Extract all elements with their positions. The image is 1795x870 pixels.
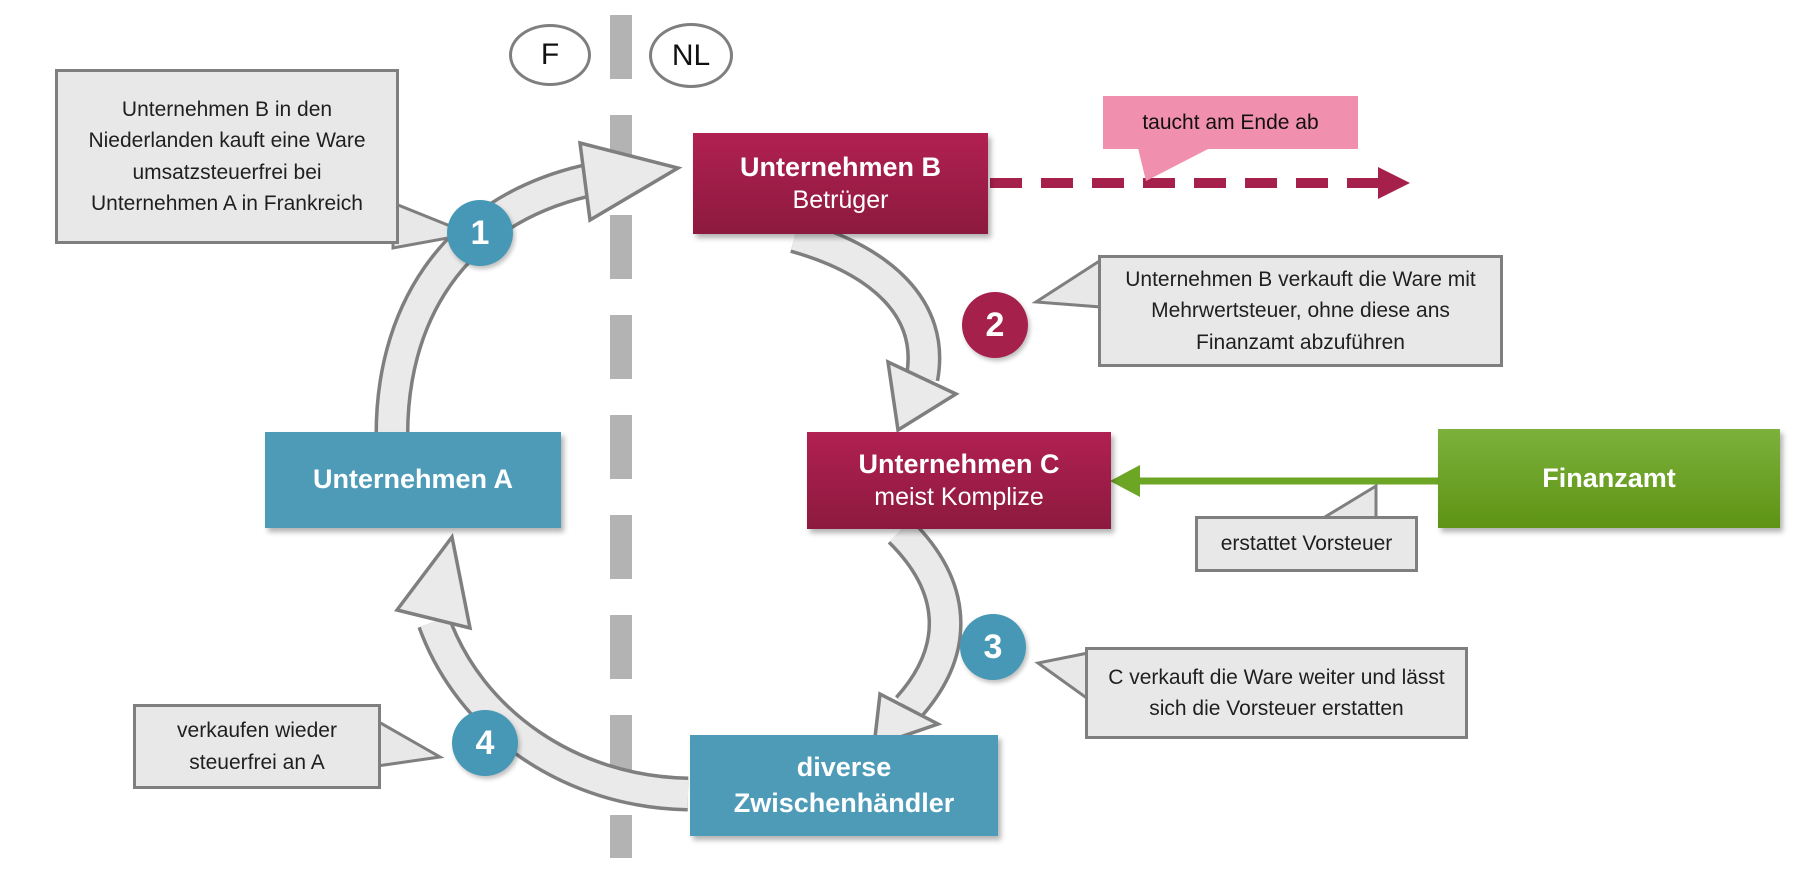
callout-step-2-text: Unternehmen B verkauft die Ware mit Mehr… — [1125, 267, 1476, 354]
box-company-c: Unternehmen C meist Komplize — [807, 432, 1111, 529]
box-intermediaries-line1: diverse — [796, 752, 892, 783]
disappear-note-text: taucht am Ende ab — [1142, 110, 1319, 134]
box-tax-office: Finanzamt — [1438, 429, 1780, 528]
flow-arrow-c-to-intermediaries — [890, 521, 960, 718]
step-circle-4-number: 4 — [475, 723, 495, 762]
callout-step-4: verkaufen wieder steuerfrei an A — [133, 704, 381, 789]
disappear-arrowhead — [1378, 167, 1410, 199]
step-circle-2-number: 2 — [985, 305, 1005, 344]
step-circle-2: 2 — [962, 292, 1028, 358]
box-company-b-subtitle: Betrüger — [792, 186, 889, 215]
box-intermediaries: diverse Zwischenhändler — [690, 735, 998, 836]
callout-step-4-text: verkaufen wieder steuerfrei an A — [177, 719, 337, 774]
box-intermediaries-line2: Zwischenhändler — [733, 787, 955, 818]
flow-arrowhead-a-to-b — [577, 140, 683, 223]
step-circle-4: 4 — [452, 710, 518, 776]
callout-step-3: C verkauft die Ware weiter und lässt sic… — [1085, 647, 1468, 739]
country-badge-nl-label: NL — [671, 38, 711, 72]
disappear-note: taucht am Ende ab — [1103, 96, 1358, 149]
box-company-b: Unternehmen B Betrüger — [693, 133, 988, 234]
step-circle-1: 1 — [447, 200, 513, 266]
box-company-a-title: Unternehmen A — [312, 464, 514, 495]
refund-callout-tail — [1314, 483, 1378, 522]
callout-step-1: Unternehmen B in den Niederlanden kauft … — [55, 69, 399, 244]
country-badge-f-label: F — [540, 38, 560, 71]
flow-arrow-b-to-c — [791, 222, 938, 381]
country-badge-f: F — [509, 24, 591, 86]
callout-4-tail — [375, 718, 445, 768]
refund-callout: erstattet Vorsteuer — [1195, 516, 1418, 572]
flow-arrowhead-b-to-c — [885, 359, 960, 433]
callout-3-tail — [1034, 651, 1090, 702]
callout-2-tail — [1031, 257, 1103, 309]
callout-step-2: Unternehmen B verkauft die Ware mit Mehr… — [1098, 255, 1503, 367]
step-circle-3-number: 3 — [983, 627, 1003, 666]
box-company-c-title: Unternehmen C — [858, 449, 1060, 480]
refund-callout-text: erstattet Vorsteuer — [1220, 532, 1393, 556]
callout-step-3-text: C verkauft die Ware weiter und lässt sic… — [1108, 665, 1445, 721]
refund-arrowhead — [1110, 465, 1140, 497]
flow-arrowhead-intermediaries-to-a — [394, 532, 473, 631]
box-company-b-title: Unternehmen B — [739, 152, 942, 183]
box-company-c-subtitle: meist Komplize — [874, 483, 1044, 512]
disappear-note-tail — [1138, 148, 1210, 181]
box-tax-office-title: Finanzamt — [1542, 462, 1676, 493]
step-circle-1-number: 1 — [470, 213, 490, 252]
step-circle-3: 3 — [960, 614, 1026, 680]
flow-arrow-a-to-b — [377, 167, 589, 441]
country-badge-nl: NL — [649, 23, 733, 88]
box-company-a: Unternehmen A — [265, 432, 561, 528]
flow-arrow-intermediaries-to-a — [420, 617, 689, 808]
callout-step-1-text: Unternehmen B in den Niederlanden kauft … — [88, 97, 366, 216]
